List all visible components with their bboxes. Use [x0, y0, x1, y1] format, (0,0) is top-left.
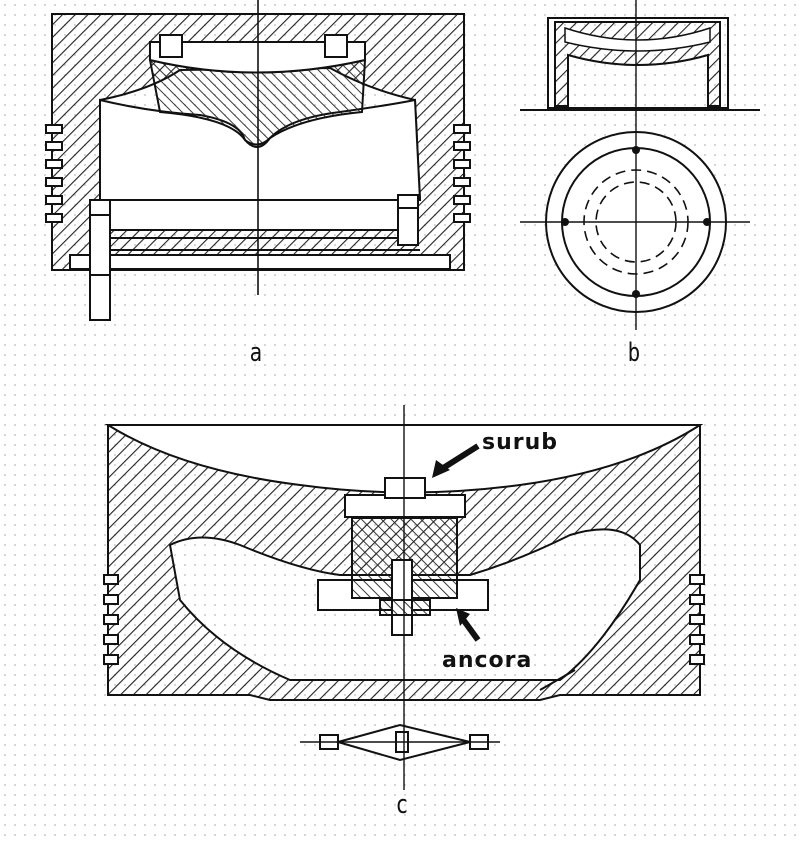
- callout-ancora: ancora: [442, 648, 533, 673]
- screw-shank: [391, 559, 413, 636]
- figure-a-piston-section: [45, 0, 471, 321]
- arrow-surub: [438, 443, 480, 473]
- figure-c-piston-section: [103, 405, 705, 790]
- figure-label-b: b: [627, 338, 641, 368]
- callout-surub: surub: [482, 430, 559, 455]
- figure-label-c: c: [395, 790, 409, 820]
- figure-b-top-views: [520, 0, 760, 330]
- arrow-ancora: [459, 616, 481, 642]
- screw-head: [384, 477, 426, 499]
- figure-label-a: a: [249, 338, 263, 368]
- bolt-left-a: [89, 199, 111, 321]
- bolt-right-a: [397, 194, 419, 246]
